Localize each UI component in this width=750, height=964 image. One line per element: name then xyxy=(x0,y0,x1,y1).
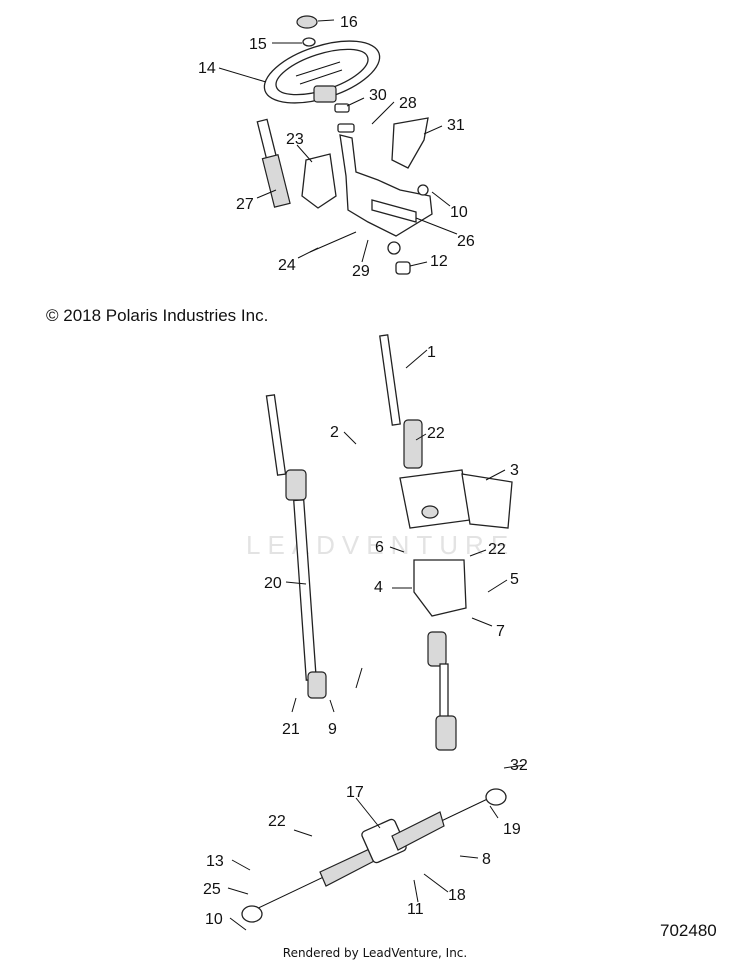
figure-id: 702480 xyxy=(660,921,717,940)
callout-numbers: 16 15 14 30 28 31 23 27 10 26 24 29 12 1… xyxy=(198,14,528,928)
callout-28: 28 xyxy=(399,95,417,112)
callout-31: 31 xyxy=(447,117,465,134)
column-bracket xyxy=(301,153,337,209)
tilt-bracket xyxy=(339,134,433,237)
callout-29: 29 xyxy=(352,263,370,280)
callout-15: 15 xyxy=(249,36,267,53)
spacer xyxy=(337,123,355,133)
lower-shaft xyxy=(427,631,457,751)
steering-rack xyxy=(241,788,507,923)
callout-9: 9 xyxy=(328,721,337,738)
callout-10a: 10 xyxy=(450,204,468,221)
bushing xyxy=(334,103,350,113)
callout-19: 19 xyxy=(503,821,521,838)
callout-5: 5 xyxy=(510,571,519,588)
callout-20: 20 xyxy=(264,575,282,592)
gearbox xyxy=(399,469,513,529)
wheel-nut xyxy=(302,37,316,47)
callout-22c: 22 xyxy=(268,813,286,830)
callout-10b: 10 xyxy=(205,911,223,928)
intermediate-shaft xyxy=(379,334,423,469)
callout-7: 7 xyxy=(496,623,505,640)
callout-18: 18 xyxy=(448,887,466,904)
callout-25: 25 xyxy=(203,881,221,898)
gas-strut xyxy=(256,118,291,208)
callout-leaders xyxy=(218,19,526,931)
bushing-lower xyxy=(387,241,401,255)
callout-23: 23 xyxy=(286,131,304,148)
callout-27: 27 xyxy=(236,196,254,213)
steering-shaft xyxy=(265,394,327,699)
watermark: LEADVENTURE xyxy=(246,530,516,560)
callout-13: 13 xyxy=(206,853,224,870)
callout-1: 1 xyxy=(427,344,436,361)
callout-14: 14 xyxy=(198,60,216,77)
rendered-by-footer: Rendered by LeadVenture, Inc. xyxy=(282,946,468,960)
callout-22b: 22 xyxy=(488,541,506,558)
callout-3: 3 xyxy=(510,462,519,479)
callout-21: 21 xyxy=(282,721,300,738)
callout-30: 30 xyxy=(369,87,387,104)
bushing-12 xyxy=(395,261,411,275)
callout-24: 24 xyxy=(278,257,296,274)
callout-2: 2 xyxy=(330,424,339,441)
copyright-notice: © 2018 Polaris Industries Inc. xyxy=(46,306,269,325)
callout-26: 26 xyxy=(457,233,475,250)
callout-22a: 22 xyxy=(427,425,445,442)
steering-wheel xyxy=(263,40,381,104)
horn-cap xyxy=(296,15,318,29)
cover xyxy=(391,117,429,169)
nut xyxy=(417,184,429,196)
callout-32: 32 xyxy=(510,757,528,774)
callout-6: 6 xyxy=(375,539,384,556)
callout-17: 17 xyxy=(346,784,364,801)
gearbox-bracket xyxy=(413,559,467,617)
callout-11: 11 xyxy=(407,901,424,918)
callout-16: 16 xyxy=(340,14,358,31)
callout-12: 12 xyxy=(430,253,448,270)
callout-4: 4 xyxy=(374,579,383,596)
callout-8: 8 xyxy=(482,851,491,868)
